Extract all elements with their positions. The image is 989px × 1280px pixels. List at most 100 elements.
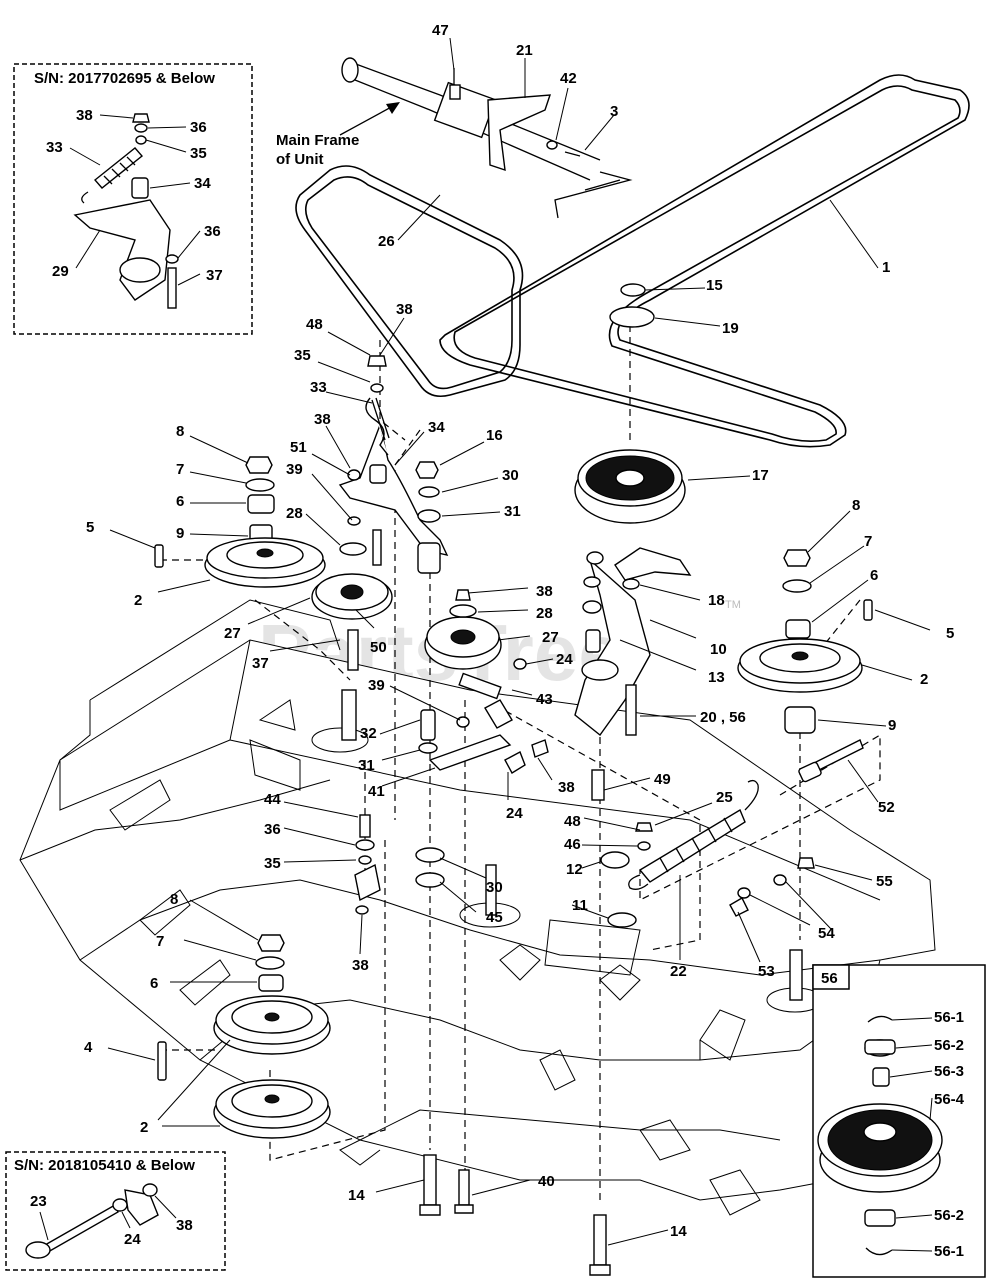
callout-9-a: 9	[176, 525, 184, 542]
callout-42: 42	[560, 70, 577, 87]
callout-20-56: 20 , 56	[700, 709, 746, 726]
callout-38-e: 38	[558, 779, 575, 796]
bolts-bottom	[419, 1154, 611, 1276]
leader-lines	[39, 37, 933, 1252]
inset-bottom-left: S/N: 2018105410 & Below	[5, 1151, 226, 1271]
callout-33-a: 33	[310, 379, 327, 396]
callout-44: 44	[264, 791, 281, 808]
inset-top-left-title: S/N: 2017702695 & Below	[34, 70, 215, 87]
callout-31-b: 31	[358, 757, 375, 774]
callout-8-c: 8	[170, 891, 178, 908]
callout-56-2-a: 56-2	[934, 1037, 964, 1054]
inset-top-left: S/N: 2017702695 & Below	[13, 63, 253, 335]
idler-pulley-left	[311, 529, 393, 671]
upper-right-spindle-stack	[737, 549, 873, 734]
callout-inset-29: 29	[52, 263, 69, 280]
callout-24-a: 24	[556, 651, 573, 668]
callout-7-b: 7	[864, 533, 872, 550]
callout-inset-38: 38	[76, 107, 93, 124]
callout-35-b: 35	[264, 855, 281, 872]
mower-deck	[19, 599, 941, 1216]
callout-inset-35: 35	[190, 145, 207, 162]
callout-30-a: 30	[502, 467, 519, 484]
idler-arm-spring	[338, 355, 449, 574]
callout-inset-36-b: 36	[204, 223, 221, 240]
callout-inset-37: 37	[206, 267, 223, 284]
callout-37-a: 37	[252, 655, 269, 672]
callout-38-b: 38	[314, 411, 331, 428]
callout-inset-34: 34	[194, 175, 211, 192]
callout-8-b: 8	[852, 497, 860, 514]
main-frame-arrow: Main Frame of Unit	[276, 102, 400, 168]
frame-label-line1: Main Frame	[276, 132, 359, 149]
callout-2-c: 2	[140, 1119, 148, 1136]
callout-14-a: 14	[348, 1187, 365, 1204]
callout-8-a: 8	[176, 423, 184, 440]
callout-56-4: 56-4	[934, 1091, 965, 1108]
callout-6-b: 6	[870, 567, 878, 584]
callout-5-a: 5	[86, 519, 94, 536]
callout-13: 13	[708, 669, 725, 686]
callout-49: 49	[654, 771, 671, 788]
callout-6-a: 6	[176, 493, 184, 510]
callout-27-a: 27	[224, 625, 241, 642]
callout-56-1-a: 56-1	[934, 1009, 964, 1026]
callout-28-b: 28	[536, 605, 553, 622]
callout-17: 17	[752, 467, 769, 484]
callout-55: 55	[876, 873, 893, 890]
callouts: 47 21 42 3 1 26 15 19 48 38 35 33 34 38 …	[30, 22, 965, 1260]
idler-arm-10	[574, 547, 692, 737]
callout-38-a: 38	[396, 301, 413, 318]
callout-10: 10	[710, 641, 727, 658]
callout-48-b: 48	[564, 813, 581, 830]
adjust-rod-52	[798, 739, 864, 783]
callout-25: 25	[716, 789, 733, 806]
callout-40: 40	[538, 1173, 555, 1190]
callout-16: 16	[486, 427, 503, 444]
callout-9-b: 9	[888, 717, 896, 734]
upper-left-spindle-stack	[154, 456, 326, 588]
callout-56-2-b: 56-2	[934, 1207, 964, 1224]
callout-24-b: 24	[506, 805, 523, 822]
callout-inset-23: 23	[30, 1193, 47, 1210]
callout-2-a: 2	[134, 592, 142, 609]
deck-belt	[439, 74, 970, 448]
callout-53: 53	[758, 963, 775, 980]
callout-22: 22	[670, 963, 687, 980]
callout-54: 54	[818, 925, 835, 942]
callout-39-a: 39	[286, 461, 303, 478]
callout-30-b: 30	[486, 879, 503, 896]
callout-41: 41	[368, 783, 385, 800]
callout-26: 26	[378, 233, 395, 250]
callout-39-b: 39	[368, 677, 385, 694]
drive-idler-17	[574, 283, 686, 524]
callout-43: 43	[536, 691, 553, 708]
callout-19: 19	[722, 320, 739, 337]
callout-11: 11	[572, 897, 588, 914]
pto-belt	[295, 165, 524, 398]
callout-31-a: 31	[504, 503, 521, 520]
callout-15: 15	[706, 277, 723, 294]
callout-inset-36-a: 36	[190, 119, 207, 136]
small-hardware-right	[504, 739, 815, 917]
upper-center-stack	[415, 461, 527, 771]
inset-bottom-right: 56	[812, 964, 986, 1278]
callout-inset-38-b: 38	[176, 1217, 193, 1234]
callout-7-c: 7	[156, 933, 164, 950]
callout-12: 12	[566, 861, 583, 878]
callout-35-a: 35	[294, 347, 311, 364]
callout-inset-24: 24	[124, 1231, 141, 1248]
callout-28-a: 28	[286, 505, 303, 522]
callout-21: 21	[516, 42, 533, 59]
inset-bottom-left-title: S/N: 2018105410 & Below	[14, 1157, 195, 1174]
inset-bottom-right-title: 56	[821, 970, 838, 987]
callout-45: 45	[486, 909, 503, 926]
callout-7-a: 7	[176, 461, 184, 478]
callout-38-d: 38	[352, 957, 369, 974]
callout-47: 47	[432, 22, 449, 39]
callout-56-3: 56-3	[934, 1063, 964, 1080]
callout-32: 32	[360, 725, 377, 742]
callout-2-b: 2	[920, 671, 928, 688]
callout-50: 50	[370, 639, 387, 656]
